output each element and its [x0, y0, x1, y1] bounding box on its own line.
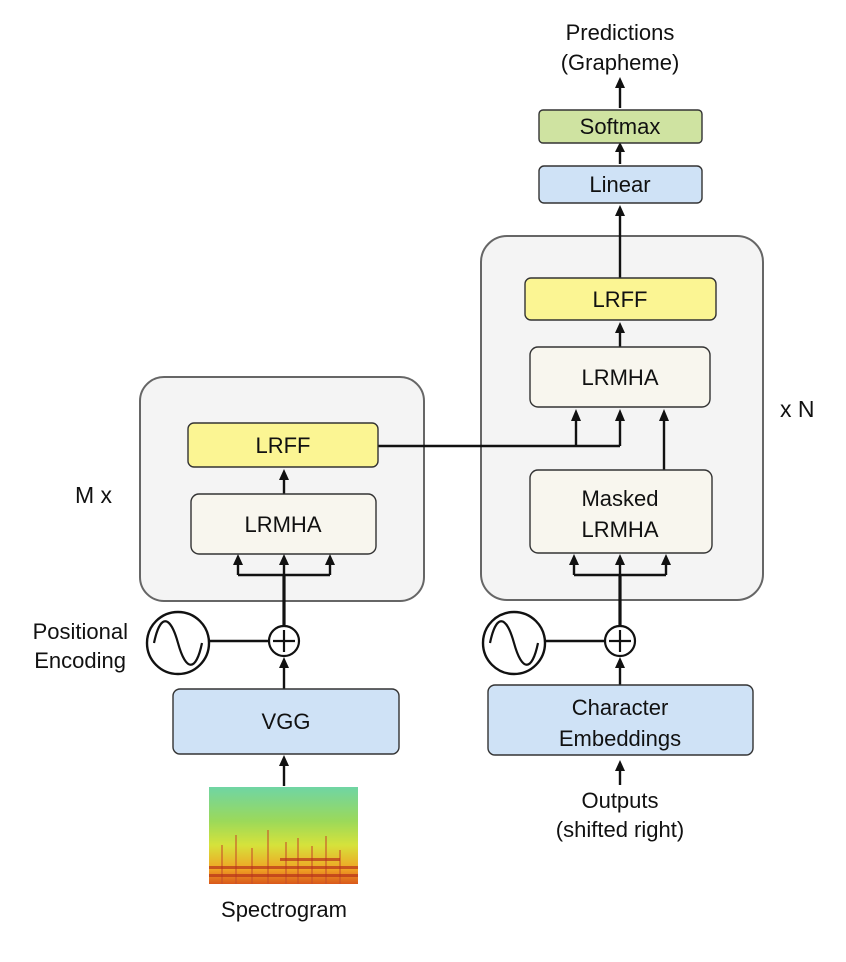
spectrogram-label: Spectrogram	[221, 897, 347, 922]
spectrogram-image	[209, 787, 358, 884]
character-embeddings-block	[487, 684, 754, 756]
sine-wave-icon	[481, 610, 547, 676]
predictions-sublabel: (Grapheme)	[561, 50, 680, 75]
sum-icon	[267, 624, 301, 658]
decoder-lrff-label: LRFF	[593, 287, 648, 312]
predictions-label: Predictions	[566, 20, 675, 45]
vgg-label: VGG	[262, 709, 311, 734]
outputs-label: Outputs	[581, 788, 658, 813]
encoder-repeat-label: M x	[75, 482, 113, 508]
positional-encoding-sublabel: Encoding	[34, 648, 126, 673]
sum-icon	[603, 624, 637, 658]
decoder-lrff-block	[524, 277, 717, 321]
masked-lrmha-block	[529, 469, 713, 554]
vgg-block	[172, 688, 400, 755]
sine-wave-icon	[145, 610, 211, 676]
character-embeddings-sublabel: Embeddings	[559, 726, 681, 751]
softmax-block	[538, 109, 703, 144]
linear-label: Linear	[589, 172, 650, 197]
outputs-sublabel: (shifted right)	[556, 817, 684, 842]
linear-block	[538, 165, 703, 204]
decoder-lrmha-label: LRMHA	[581, 365, 658, 390]
encoder-stack	[139, 376, 425, 602]
encoder-lrff-block	[187, 422, 379, 468]
connectors	[210, 77, 671, 786]
encoder-lrff-label: LRFF	[256, 433, 311, 458]
masked-lrmha-sublabel: LRMHA	[581, 517, 658, 542]
encoder-lrmha-block	[190, 493, 377, 555]
decoder-repeat-label: x N	[780, 396, 815, 422]
character-embeddings-label: Character	[572, 695, 669, 720]
decoder-lrmha-block	[529, 346, 711, 408]
positional-encoding-label: Positional	[33, 619, 128, 644]
encoder-lrmha-label: LRMHA	[244, 512, 321, 537]
softmax-label: Softmax	[580, 114, 661, 139]
masked-lrmha-label: Masked	[581, 486, 658, 511]
